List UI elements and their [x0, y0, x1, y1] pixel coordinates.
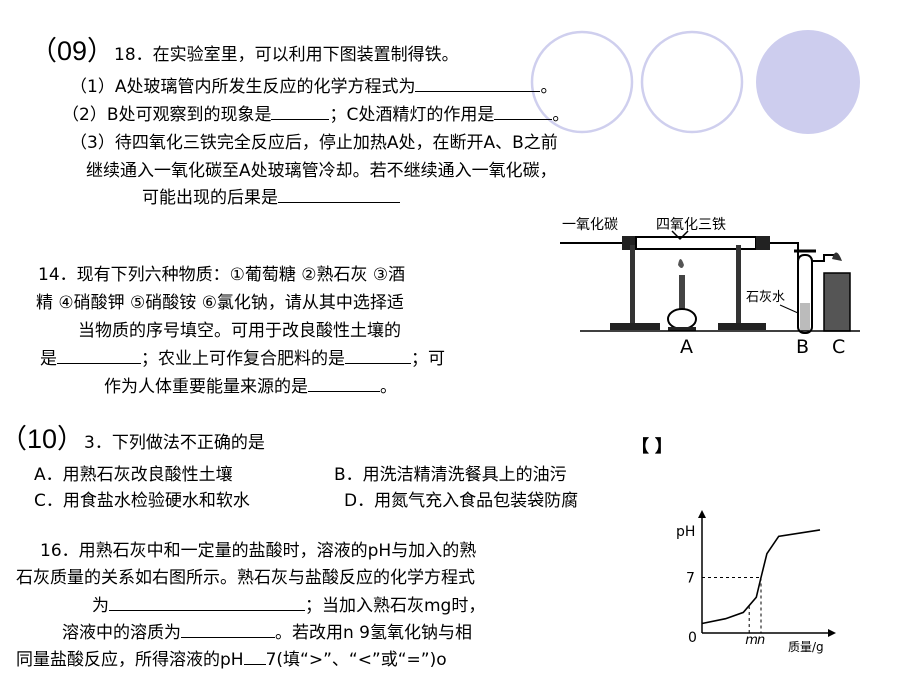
- x-mark-m: m: [745, 633, 758, 648]
- x-mark-n: n: [757, 633, 765, 648]
- q16-line2: 石灰质量的关系如右图所示。熟石灰与盐酸反应的化学方程式: [16, 568, 475, 588]
- q18-title: 18．在实验室里，可以利用下图装置制得铁。: [114, 45, 459, 65]
- q18-part1: （1）A处玻璃管内所发生反应的化学方程式为。: [70, 76, 558, 97]
- answer-blank[interactable]: [243, 649, 266, 665]
- label-c: C: [832, 336, 845, 355]
- q14-line3: 当物质的序号填空。可用于改良酸性土壤的: [78, 321, 401, 341]
- q3-option-c: C．用食盐水检验硬水和软水: [34, 491, 250, 511]
- q18-part3-line2: 继续通入一氧化碳至A处玻璃管冷却。若不继续通入一氧化碳，: [86, 161, 557, 181]
- q18-part3-line3: 可能出现的后果是: [142, 187, 400, 209]
- q18-title-line: （09）18．在实验室里，可以利用下图装置制得铁。: [30, 38, 459, 66]
- answer-blank[interactable]: [278, 187, 400, 203]
- q16-line4: 溶液中的溶质为。若改用n 9氢氧化钠与相: [62, 622, 472, 643]
- q18-part2: （2）B处可观察到的现象是；C处酒精灯的作用是。: [62, 104, 570, 125]
- origin-label: 0: [688, 630, 697, 646]
- label-co: 一氧化碳: [562, 217, 618, 233]
- q16-line3: 为；当加入熟石灰mg时，: [92, 595, 486, 616]
- answer-blank[interactable]: [181, 622, 275, 638]
- x-axis-arrow: [828, 629, 836, 637]
- q18-part3-line1: （3）待四氧化三铁完全反应后，停止加热A处，在断开A、B之前: [70, 133, 558, 153]
- label-b: B: [796, 336, 809, 355]
- x-axis-label: 质量/g: [788, 640, 824, 654]
- ph-curve: [701, 529, 821, 625]
- q3-option-b: B．用洗洁精清洗餐具上的油污: [334, 465, 567, 485]
- q3-title-line: （10）3．下列做法不正确的是: [0, 426, 265, 454]
- section-10-prefix: （10）: [0, 424, 85, 454]
- answer-blank[interactable]: [415, 76, 541, 92]
- q3-title: 3．下列做法不正确的是: [84, 433, 265, 453]
- q16-line1: 16．用熟石灰中和一定量的盐酸时，溶液的pH与加入的熟: [40, 541, 477, 561]
- q14-line2: 精 ④硝酸钾 ⑤硝酸铵 ⑥氯化钠，请从其中选择适: [36, 293, 404, 313]
- q3-option-d: D．用氮气充入食品包装袋防腐: [344, 491, 579, 511]
- label-fe3o4: 四氧化三铁: [656, 217, 726, 233]
- q14-line4: 是；农业上可作复合肥料的是；可: [40, 348, 445, 369]
- y-tick-7: 7: [686, 571, 695, 587]
- answer-blank[interactable]: [345, 348, 411, 364]
- label-limewater: 石灰水: [746, 290, 785, 305]
- q3-option-a: A．用熟石灰改良酸性土壤: [34, 465, 233, 485]
- q3-bracket: 【 】: [632, 437, 672, 457]
- q14-line5: 作为人体重要能量来源的是。: [104, 376, 397, 397]
- answer-blank[interactable]: [494, 104, 553, 120]
- answer-blank[interactable]: [57, 348, 141, 364]
- answer-blank[interactable]: [109, 595, 305, 611]
- y-axis-label: pH: [676, 524, 695, 540]
- section-09-prefix: （09）: [30, 36, 115, 66]
- y-axis-arrow: [698, 510, 706, 518]
- answer-blank[interactable]: [271, 104, 330, 120]
- q14-line1: 14．现有下列六种物质：①葡萄糖 ②熟石灰 ③酒: [38, 265, 406, 285]
- label-a: A: [680, 336, 693, 355]
- apparatus-diagram: 一氧化碳 四氧化三铁 石灰水 A B C: [560, 217, 860, 355]
- answer-blank[interactable]: [308, 376, 380, 392]
